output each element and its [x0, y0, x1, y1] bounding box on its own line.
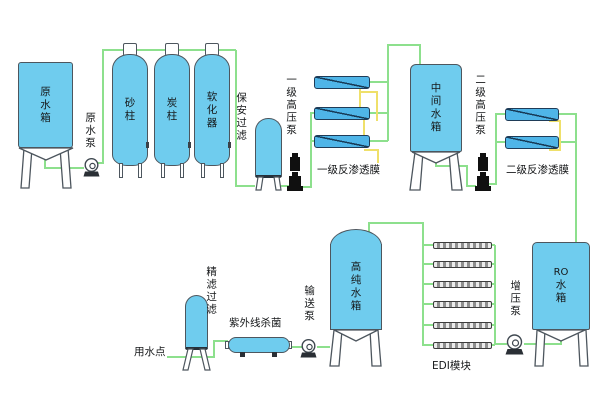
carbon-column: 炭柱 [154, 54, 190, 166]
security-filter-label: 保安过滤 [235, 92, 248, 142]
sand-column-leg [119, 163, 123, 178]
uv-foot [272, 352, 277, 357]
pipe-booster-pump-to-edi [492, 244, 507, 346]
raw-water-tank: 原水箱 [18, 62, 73, 148]
intermediate-tank-legs-icon [409, 151, 463, 191]
intermediate-tank: 中间水箱 [410, 64, 462, 152]
carbon-column-label: 炭柱 [165, 97, 178, 123]
carbon-column-leg [161, 163, 165, 178]
edi-cell-5 [433, 322, 492, 329]
softener-label: 软化器 [205, 90, 218, 130]
pipe-concentrate-stage1-b [360, 91, 378, 121]
high-purity-tank-label: 高纯水箱 [349, 260, 362, 313]
security-filter [255, 118, 282, 178]
water-use-point-label: 用水点 [134, 346, 166, 358]
stage1-membrane-2 [314, 107, 370, 120]
edi-cell-3 [433, 281, 492, 288]
stage1-membrane-1 [314, 76, 370, 89]
booster-pump-label: 增压泵 [509, 280, 522, 318]
uv-sterilizer-label: 紫外线杀菌 [229, 317, 282, 329]
stage1-hp-pump-icon [287, 153, 303, 191]
stage2-ro-membrane-label: 二级反渗透膜 [506, 164, 569, 176]
carbon-column-port [188, 142, 191, 148]
pipe-membranes1-to-intermediate-tank [370, 44, 421, 142]
sand-column: 砂柱 [112, 54, 148, 166]
raw-water-tank-legs-icon [18, 147, 74, 189]
stage2-membrane-1 [505, 108, 559, 121]
uv-sterilizer [228, 337, 290, 353]
ro-tank: RO 水箱 [532, 242, 590, 330]
fine-filter-legs-icon [182, 348, 211, 371]
stage2-hp-pump-icon [475, 153, 491, 191]
carbon-column-leg [180, 163, 184, 178]
pipe-concentrate-stage2 [549, 120, 561, 151]
uv-foot [240, 352, 245, 357]
edi-module-label: EDI模块 [432, 360, 471, 372]
fine-filter-label: 精滤过滤 [205, 266, 218, 316]
security-filter-legs-icon [255, 176, 282, 191]
raw-water-pump-icon [83, 157, 100, 177]
stage1-membrane-3 [314, 135, 370, 148]
ro-tank-legs-icon [534, 329, 589, 367]
sand-column-label: 砂柱 [123, 97, 136, 123]
high-purity-tank: 高纯水箱 [330, 244, 382, 330]
edi-cell-1 [433, 242, 492, 249]
transfer-pump-icon [300, 338, 317, 358]
sand-column-leg [138, 163, 142, 178]
edi-cell-6 [433, 342, 492, 349]
stage1-hp-pump-label: 一级高压泵 [285, 74, 298, 137]
pipes-concentrate [359, 88, 561, 163]
softener-port [228, 142, 231, 148]
stage2-hp-pump-label: 二级高压泵 [474, 74, 487, 137]
edi-cell-4 [433, 301, 492, 308]
pipe-columns-to-security-filter [235, 50, 255, 187]
pipe-edi-to-highpurity-tank [368, 222, 433, 346]
edi-cell-2 [433, 261, 492, 268]
intermediate-tank-label: 中间水箱 [429, 82, 442, 134]
pipe-concentrate-stage1-d [364, 149, 379, 163]
transfer-pump-label: 输送泵 [303, 285, 316, 323]
raw-water-tank-label: 原水箱 [39, 85, 51, 125]
softener-leg [201, 163, 205, 178]
fine-filter [185, 295, 208, 350]
ro-tank-label-line1: RO [553, 267, 569, 279]
raw-water-pump-label: 原水泵 [84, 112, 97, 150]
pipe-hp-pump2-to-membranes2 [489, 113, 505, 185]
stage2-membrane-2 [505, 136, 559, 149]
booster-pump-icon [505, 334, 524, 355]
softener-leg [220, 163, 224, 178]
stage1-ro-membrane-label: 一级反渗透膜 [317, 164, 380, 176]
sand-column-port [146, 142, 149, 148]
ro-tank-label-line2: 水箱 [554, 278, 567, 305]
softener: 软化器 [194, 54, 230, 166]
high-purity-tank-legs-icon [329, 329, 382, 367]
